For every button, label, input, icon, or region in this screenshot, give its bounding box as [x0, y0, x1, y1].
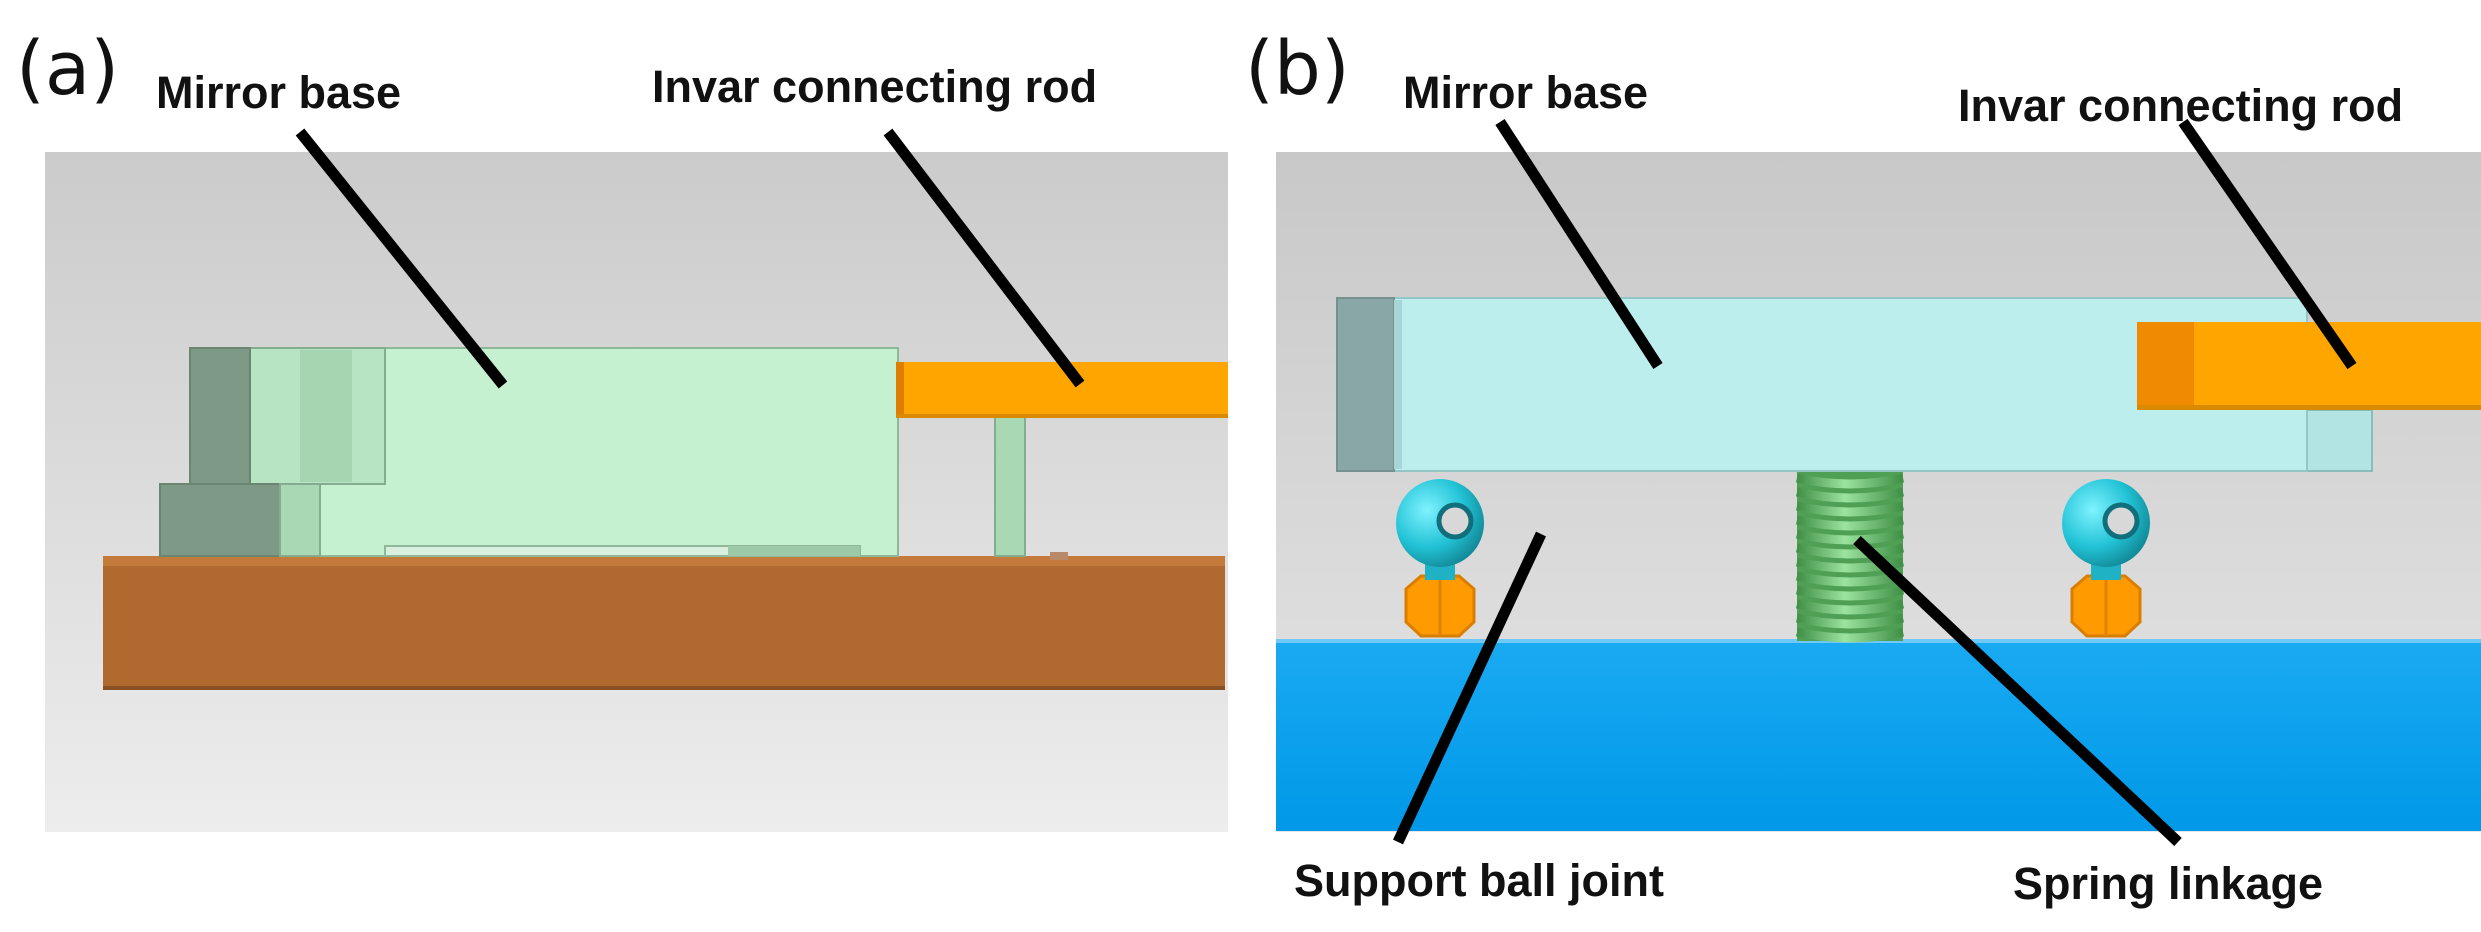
panel-a: (a) Mirror base Invar connecting rod — [16, 26, 1228, 832]
panel-b-leader-ball-joint — [1393, 531, 1546, 845]
panel-a-label-invar-rod: Invar connecting rod — [652, 61, 1097, 112]
panel-b-leader-invar-rod — [2178, 118, 2357, 370]
panel-a-leader-mirror-base — [295, 128, 508, 389]
panel-a-letter: (a) — [16, 26, 119, 112]
panel-b-base-plate — [1276, 641, 2481, 831]
panel-b-ball-joint-left — [1396, 479, 1484, 638]
panel-b-ball-joint-right — [2062, 479, 2150, 638]
panel-b-label-mirror-base: Mirror base — [1403, 67, 1648, 118]
panel-a-leader-invar-rod — [883, 128, 1085, 388]
panel-b: (b) Mirror base Invar connecting rod Sup… — [1245, 26, 2481, 909]
panel-b-mirror-base — [1336, 297, 2373, 472]
panel-a-base-plate — [103, 556, 1225, 690]
panel-b-label-invar-rod: Invar connecting rod — [1958, 80, 2403, 131]
panel-b-leader-mirror-base — [1495, 119, 1663, 369]
panel-b-spring — [1796, 470, 1904, 643]
panel-b-invar-rod — [2137, 322, 2481, 410]
panel-a-label-mirror-base: Mirror base — [156, 67, 401, 118]
panel-b-label-spring: Spring linkage — [2013, 858, 2323, 909]
panel-b-leader-spring — [1853, 535, 2182, 847]
panel-b-label-ball-joint: Support ball joint — [1294, 855, 1664, 906]
panel-b-letter: (b) — [1245, 26, 1350, 112]
panel-a-mirror-base — [159, 347, 1026, 557]
panel-a-invar-rod — [896, 362, 1228, 418]
